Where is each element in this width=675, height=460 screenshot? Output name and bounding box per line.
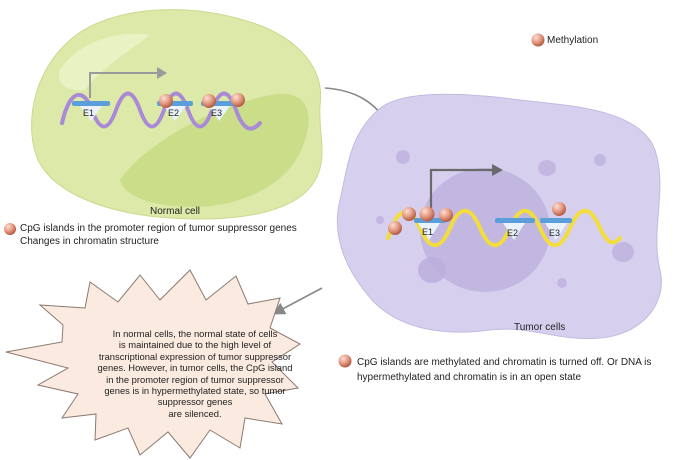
legend-methylation-label: Methylation [547,35,599,46]
methyl-bead [402,207,416,221]
methyl-bead [419,206,435,222]
legend-methylation-icon [531,33,545,47]
methyl-bead [439,208,453,222]
summary-line: genes. However, in tumor cells, the CpG … [97,362,293,374]
tumor-cell-note: CpG islands are methylated and chromatin… [357,355,669,385]
normal-note-bullet-icon [4,223,16,235]
normal-exon-e2: E2 [168,108,179,118]
tumor-cell-caption: Tumor cells [514,322,566,333]
tumor-exon-e2: E2 [507,228,518,238]
summary-line: are silenced. [168,407,222,419]
normal-tss-arrow [89,67,167,98]
tumor-dna-strand: E1 E2 E3 [386,202,622,248]
methyl-bead [159,94,173,108]
methyl-bead [552,202,566,216]
normal-note-line: Changes in chromatin structure [20,236,159,247]
summary-line: suppressor genes [157,396,233,408]
tumor-cell [336,93,662,340]
summary-line: transcriptional expression of tumor supp… [98,350,292,362]
summary-line: in the promoter region of tumor suppress… [106,373,284,385]
summary-text: In normal cells, the normal state of cel… [95,328,295,419]
summary-line: genes is in hypermethylated state, so tu… [104,385,286,397]
normal-cell-caption: Normal cell [150,206,201,217]
tumor-tss-arrow [429,164,503,212]
methyl-bead [231,93,245,107]
tumor-note-line: CpG islands are methylated and chromatin… [357,357,652,368]
methyl-bead [202,94,216,108]
normal-note-line: CpG islands in the promoter region of tu… [20,223,297,234]
normal-cell-note: CpG islands in the promoter region of tu… [20,222,350,248]
tumor-note-bullet-icon [338,354,352,368]
summary-arrow [272,287,323,315]
normal-dna-strand: E1 E2 E3 [60,91,262,131]
tumor-note-line: hypermethylated and chromatin is in an o… [357,372,582,383]
tumor-exon-e3: E3 [549,228,560,238]
summary-burst [5,269,301,459]
normal-exon-e3: E3 [211,108,222,118]
summary-line: is maintained due to the high level of [118,339,272,351]
tumor-exon-e1: E1 [422,227,433,237]
methyl-bead [388,221,402,235]
summary-line: In normal cells, the normal state of cel… [112,328,278,339]
normal-exon-e1: E1 [83,108,94,118]
